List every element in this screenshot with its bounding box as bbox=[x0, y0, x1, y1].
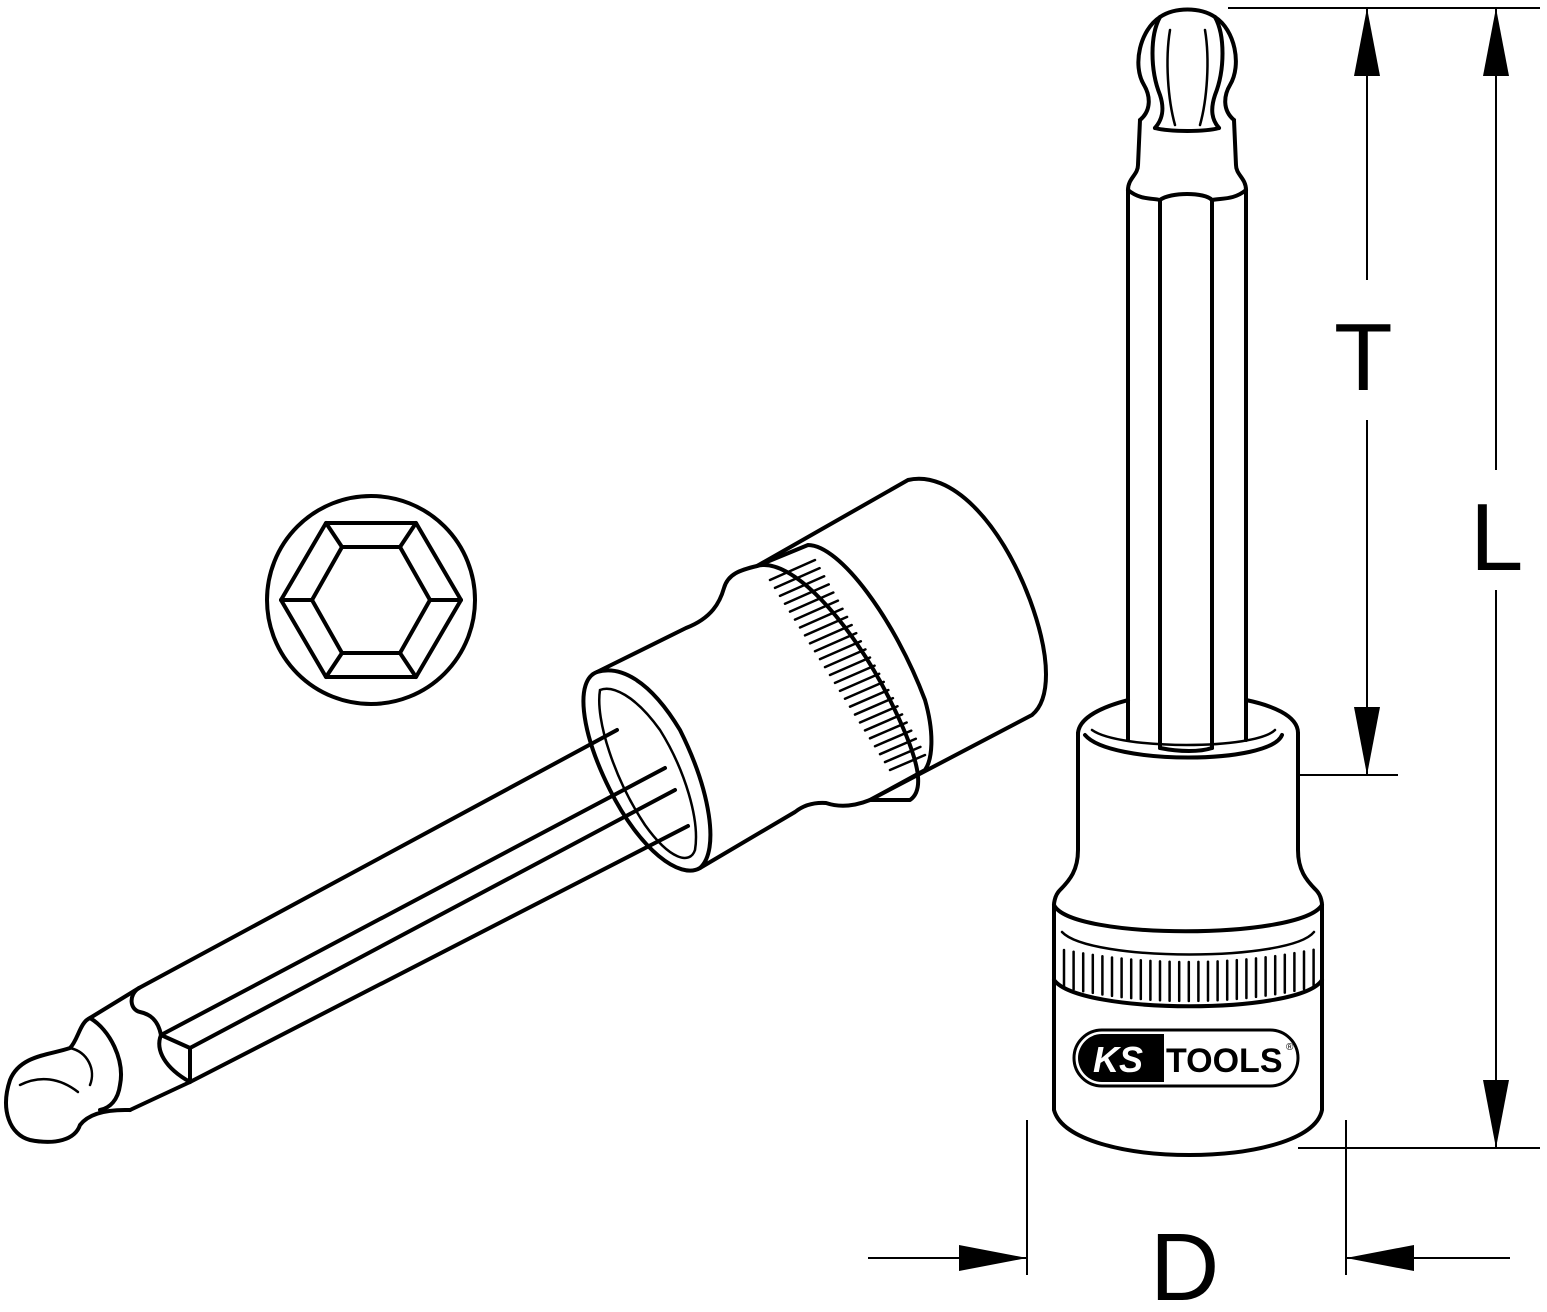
knurl-line bbox=[783, 583, 830, 605]
knurl-lines bbox=[768, 558, 927, 772]
knurl-line bbox=[808, 623, 853, 645]
angled-socket-view bbox=[4, 476, 1048, 1144]
knurl-line bbox=[878, 737, 918, 756]
dimension-label-t: T bbox=[1334, 304, 1393, 411]
knurl-line bbox=[838, 672, 881, 693]
knurl-line bbox=[793, 599, 840, 621]
svg-text:TOOLS: TOOLS bbox=[1166, 1042, 1283, 1080]
knurl-line bbox=[778, 575, 826, 598]
ks-tools-logo: KS TOOLS ® bbox=[1072, 1028, 1300, 1088]
knurl-line bbox=[788, 591, 835, 613]
knurl-line bbox=[823, 648, 867, 669]
knurl-line bbox=[818, 640, 863, 661]
knurl-line bbox=[858, 705, 899, 724]
knurl-line bbox=[813, 631, 858, 653]
knurl-line bbox=[798, 607, 844, 629]
knurl-lines bbox=[1062, 948, 1315, 1003]
knurl-line bbox=[843, 680, 885, 700]
knurl-line bbox=[803, 615, 849, 637]
knurl-line bbox=[863, 713, 904, 732]
dimension-label-l: L bbox=[1470, 484, 1523, 591]
svg-text:KS: KS bbox=[1093, 1039, 1143, 1080]
knurl-line bbox=[853, 696, 895, 716]
knurl-line bbox=[828, 656, 872, 677]
knurl-line bbox=[888, 753, 927, 772]
knurl-line bbox=[848, 688, 890, 708]
dimension-lines bbox=[868, 7, 1540, 1275]
hex-end-view bbox=[265, 494, 477, 706]
knurl-line bbox=[883, 745, 922, 764]
dimension-label-d: D bbox=[1150, 1214, 1219, 1312]
upright-socket-view: KS TOOLS ® bbox=[1052, 7, 1324, 1157]
svg-text:®: ® bbox=[1286, 1042, 1294, 1053]
knurl-line bbox=[833, 664, 876, 685]
knurl-line bbox=[868, 721, 908, 740]
knurl-line bbox=[773, 566, 821, 590]
knurl-line bbox=[873, 729, 913, 748]
knurl-line bbox=[768, 558, 817, 582]
